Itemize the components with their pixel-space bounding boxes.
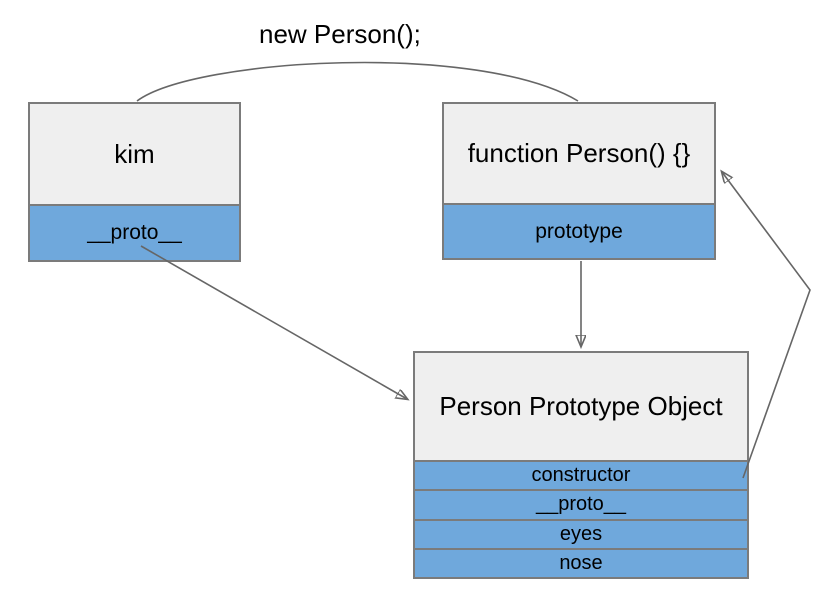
box-person-prototype-title: Person Prototype Object: [439, 391, 723, 421]
box-person-function-row-prototype: prototype: [444, 203, 714, 258]
box-kim-header: kim: [30, 104, 239, 204]
row-eyes-label: eyes: [559, 522, 603, 545]
box-person-function: function Person() {} prototype: [442, 102, 716, 260]
box-person-function-header: function Person() {}: [444, 104, 714, 203]
box-kim-row-proto: __proto__: [30, 204, 239, 260]
new-person-label: new Person();: [259, 19, 421, 49]
box-person-prototype: Person Prototype Object constructor __pr…: [413, 351, 749, 579]
box-kim: kim __proto__: [28, 102, 241, 262]
box-person-function-row-prototype-label: prototype: [535, 219, 623, 243]
kim-proto-arrow: [140, 245, 407, 399]
box-person-prototype-row-constructor: constructor: [415, 460, 747, 490]
row-constructor-label: constructor: [531, 464, 631, 487]
box-person-prototype-row-eyes: eyes: [415, 518, 747, 548]
row-proto-label: __proto__: [535, 493, 627, 516]
box-person-prototype-row-nose: nose: [415, 547, 747, 577]
box-kim-row-proto-label: __proto__: [87, 221, 182, 244]
box-person-prototype-header: Person Prototype Object: [415, 353, 747, 460]
box-kim-title: kim: [114, 138, 155, 169]
box-person-function-title: function Person() {}: [467, 138, 691, 168]
row-nose-label: nose: [559, 551, 603, 574]
box-person-prototype-row-proto: __proto__: [415, 489, 747, 519]
new-person-call-curve: [136, 61, 579, 102]
